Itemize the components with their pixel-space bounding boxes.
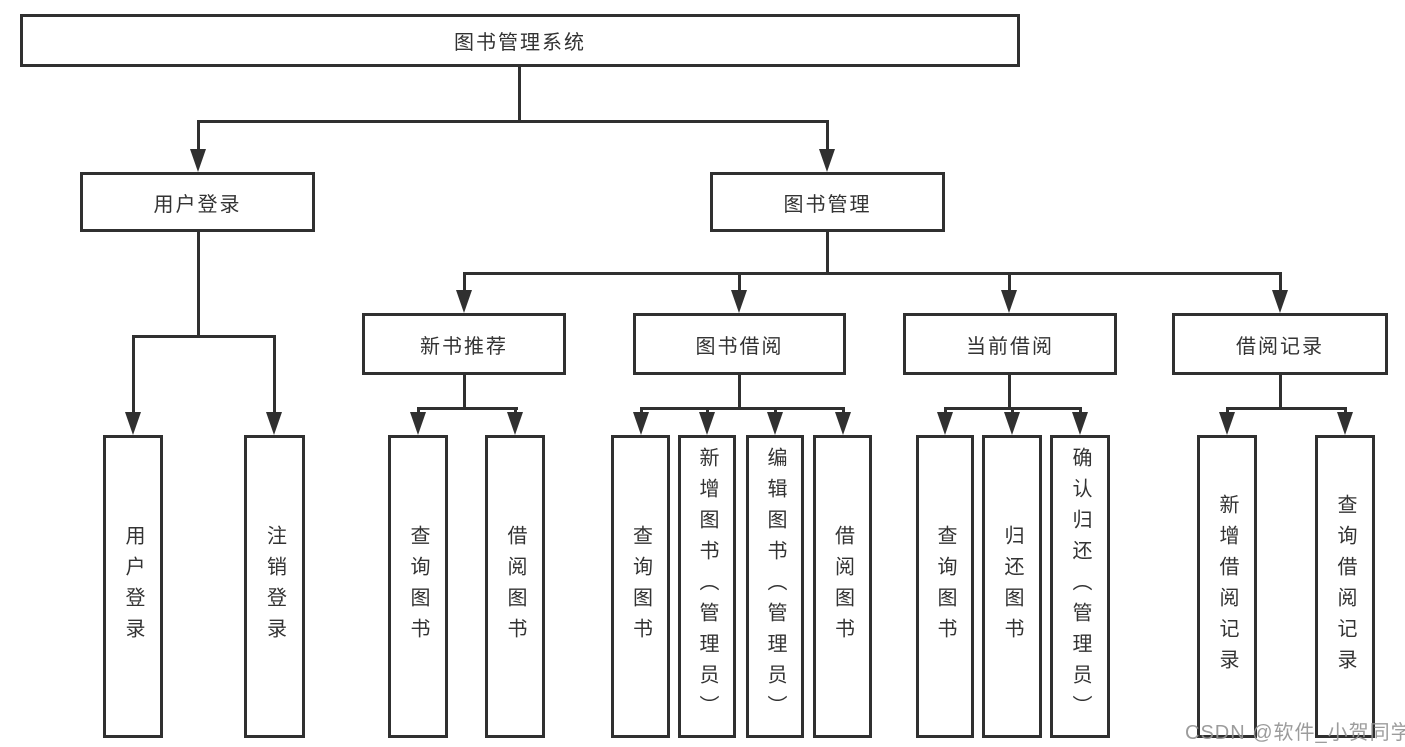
arrow-down-icon bbox=[1272, 290, 1288, 313]
leaf-confirm-return-admin: 确认归还（管理员） bbox=[1050, 435, 1110, 738]
connector-line bbox=[463, 272, 1281, 275]
leaf-query-borrow-record: 查询借阅记录 bbox=[1315, 435, 1375, 738]
connector-line bbox=[1279, 272, 1282, 292]
leaf-logout: 注销登录 bbox=[244, 435, 305, 738]
arrow-down-icon bbox=[1219, 412, 1235, 435]
node-label: 图书管理 bbox=[783, 193, 872, 216]
leaf-user-login: 用户登录 bbox=[103, 435, 163, 738]
leaf-label: 用户登录 bbox=[122, 524, 144, 649]
arrow-down-icon bbox=[125, 412, 141, 435]
arrow-down-icon bbox=[410, 412, 426, 435]
arrow-down-icon bbox=[266, 412, 282, 435]
connector-line bbox=[197, 120, 829, 123]
arrow-down-icon bbox=[767, 412, 783, 435]
watermark: CSDN @软件_小贺同学 bbox=[1185, 722, 1405, 744]
arrow-down-icon bbox=[507, 412, 523, 435]
connector-line bbox=[417, 407, 420, 415]
leaf-label: 归还图书 bbox=[1001, 524, 1023, 649]
node-book-borrow: 图书借阅 bbox=[633, 313, 846, 375]
leaf-borrow-books: 借阅图书 bbox=[485, 435, 545, 738]
arrow-down-icon bbox=[1072, 412, 1088, 435]
node-root-label: 图书管理系统 bbox=[454, 32, 586, 54]
leaf-label: 查询图书 bbox=[629, 524, 652, 649]
connector-line bbox=[738, 375, 741, 407]
arrow-down-icon bbox=[819, 149, 835, 172]
connector-line bbox=[1079, 407, 1082, 415]
leaf-label: 确认归还（管理员） bbox=[1069, 447, 1091, 726]
arrow-down-icon bbox=[1004, 412, 1020, 435]
leaf-query-books: 查询图书 bbox=[388, 435, 448, 738]
connector-line bbox=[417, 407, 518, 410]
node-label: 借阅记录 bbox=[1236, 335, 1324, 358]
connector-line bbox=[1226, 407, 1347, 410]
arrow-down-icon bbox=[1001, 290, 1017, 313]
leaf-label: 查询图书 bbox=[407, 524, 429, 649]
arrow-down-icon bbox=[731, 290, 747, 313]
connector-line bbox=[1008, 272, 1011, 292]
arrow-down-icon bbox=[835, 412, 851, 435]
connector-line bbox=[1008, 375, 1011, 407]
connector-line bbox=[738, 272, 741, 292]
leaf-borrow-books: 借阅图书 bbox=[813, 435, 872, 738]
leaf-query-books: 查询图书 bbox=[611, 435, 670, 738]
connector-line bbox=[463, 375, 466, 407]
leaf-label: 查询图书 bbox=[934, 524, 956, 649]
node-borrow-records: 借阅记录 bbox=[1172, 313, 1388, 375]
arrow-down-icon bbox=[456, 290, 472, 313]
connector-line bbox=[640, 407, 845, 410]
connector-line bbox=[944, 407, 947, 415]
leaf-add-book-admin: 新增图书（管理员） bbox=[678, 435, 736, 738]
leaf-label: 新增借阅记录 bbox=[1216, 493, 1238, 680]
leaf-label: 编辑图书（管理员） bbox=[764, 447, 786, 726]
arrow-down-icon bbox=[633, 412, 649, 435]
leaf-edit-book-admin: 编辑图书（管理员） bbox=[746, 435, 804, 738]
connector-line bbox=[197, 120, 200, 152]
connector-line bbox=[132, 335, 135, 415]
arrow-down-icon bbox=[1337, 412, 1353, 435]
node-label: 新书推荐 bbox=[420, 335, 508, 358]
connector-line bbox=[774, 407, 777, 415]
arrow-down-icon bbox=[190, 149, 206, 172]
connector-line bbox=[706, 407, 709, 415]
node-label: 当前借阅 bbox=[966, 335, 1054, 358]
connector-line bbox=[463, 272, 466, 292]
node-new-book-recommend: 新书推荐 bbox=[362, 313, 566, 375]
leaf-label: 新增图书（管理员） bbox=[696, 447, 718, 726]
connector-line bbox=[197, 232, 200, 335]
connector-line bbox=[826, 120, 829, 152]
connector-line bbox=[132, 335, 276, 338]
leaf-label: 借阅图书 bbox=[504, 524, 526, 649]
connector-line bbox=[842, 407, 845, 415]
connector-line bbox=[640, 407, 643, 415]
arrow-down-icon bbox=[937, 412, 953, 435]
node-user-login: 用户登录 bbox=[80, 172, 315, 232]
node-label: 图书借阅 bbox=[695, 335, 784, 358]
connector-line bbox=[273, 335, 276, 415]
connector-line bbox=[1011, 407, 1014, 415]
leaf-query-books: 查询图书 bbox=[916, 435, 974, 738]
node-book-management: 图书管理 bbox=[710, 172, 945, 232]
connector-line bbox=[514, 407, 517, 415]
arrow-down-icon bbox=[699, 412, 715, 435]
connector-line bbox=[1344, 407, 1347, 415]
node-current-borrow: 当前借阅 bbox=[903, 313, 1117, 375]
connector-line bbox=[1226, 407, 1229, 415]
connector-line bbox=[1279, 375, 1282, 407]
leaf-label: 查询借阅记录 bbox=[1334, 493, 1356, 680]
connector-line bbox=[518, 67, 521, 120]
leaf-label: 注销登录 bbox=[263, 524, 286, 649]
node-root: 图书管理系统 bbox=[20, 14, 1020, 67]
leaf-return-book: 归还图书 bbox=[982, 435, 1042, 738]
leaf-label: 借阅图书 bbox=[831, 524, 854, 649]
node-label: 用户登录 bbox=[153, 193, 242, 216]
connector-line bbox=[826, 232, 829, 272]
leaf-add-borrow-record: 新增借阅记录 bbox=[1197, 435, 1257, 738]
